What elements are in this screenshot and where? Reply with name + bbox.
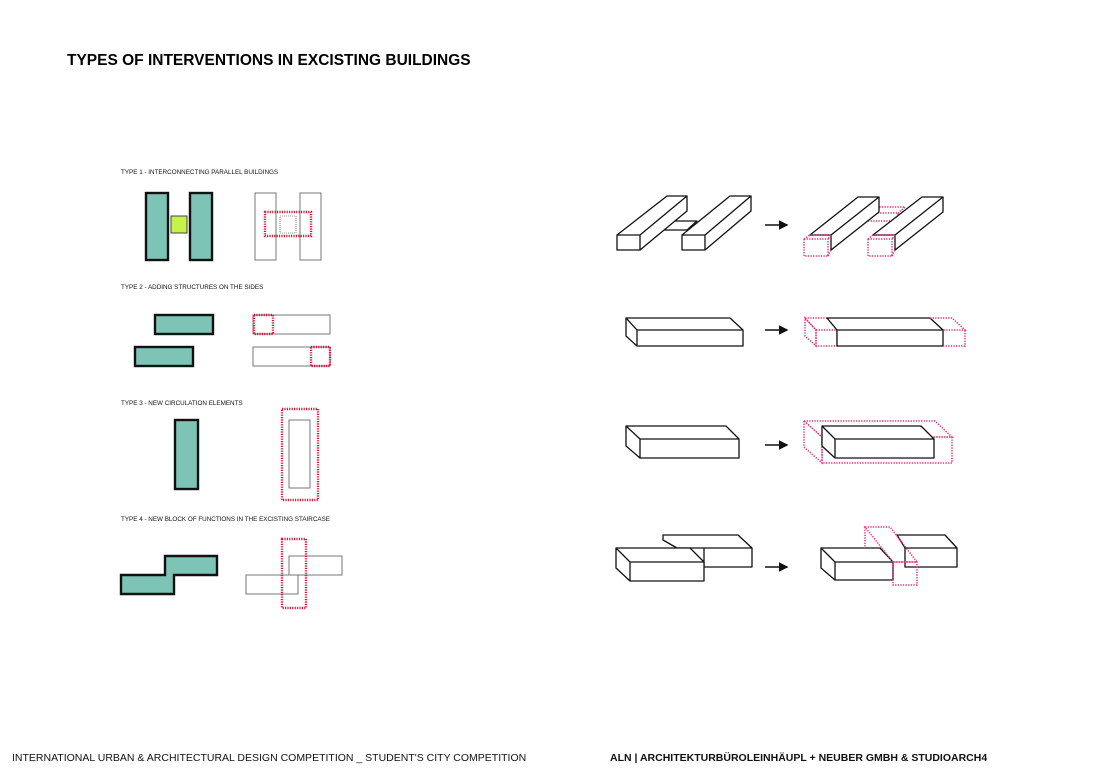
existing-building-lower — [133, 345, 195, 368]
outline-building-lower — [252, 346, 331, 367]
intervention-box-right-3d — [867, 234, 897, 257]
type-3-label: TYPE 3 - NEW CIRCULATION ELEMENTS — [121, 400, 243, 407]
type-1-3d — [616, 195, 944, 257]
type-4-3d — [615, 526, 958, 586]
outline-building-left — [254, 192, 277, 261]
block-3d-after — [821, 425, 935, 459]
footer-competition: INTERNATIONAL URBAN & ARCHITECTURAL DESI… — [12, 752, 526, 764]
outline-building-upper — [252, 314, 331, 335]
type-4-label: TYPE 4 - NEW BLOCK OF FUNCTIONS IN THE E… — [121, 516, 330, 523]
block-back-3d-after — [896, 534, 958, 568]
bar-right-3d — [681, 195, 752, 251]
existing-building-upper — [153, 313, 215, 336]
existing-building-left — [144, 191, 170, 262]
intervention-function-block-3d — [863, 526, 919, 586]
existing-staircase-building — [119, 554, 219, 596]
intervention-side-left — [252, 313, 275, 336]
type-1-plan: TYPE 1 - INTERCONNECTING PARALLEL BUILDI… — [121, 169, 322, 262]
intervention-side-right — [309, 345, 332, 368]
existing-building-right — [188, 191, 214, 262]
type-2-label: TYPE 2 - ADDING STRUCTURES ON THE SIDES — [121, 284, 263, 291]
outline-block-lower — [245, 574, 299, 595]
intervention-box-left-3d — [803, 234, 833, 257]
type-4-plan: TYPE 4 - NEW BLOCK OF FUNCTIONS IN THE E… — [119, 516, 343, 610]
type-2-3d — [625, 316, 967, 348]
bar-right-3d-after — [872, 196, 944, 251]
type-3-plan: TYPE 3 - NEW CIRCULATION ELEMENTS — [121, 400, 320, 502]
page-title: TYPES OF INTERVENTIONS IN EXCISTING BUIL… — [67, 52, 471, 69]
type-2-plan: TYPE 2 - ADDING STRUCTURES ON THE SIDES — [121, 284, 332, 368]
block-3d-after — [826, 317, 944, 347]
outline-building-right — [299, 192, 322, 261]
bar-left-3d — [616, 195, 688, 251]
block-3d — [625, 317, 744, 347]
block-front-3d-after — [820, 547, 894, 581]
intervention-function-block — [280, 537, 308, 610]
existing-building — [173, 418, 200, 491]
type-1-label: TYPE 1 - INTERCONNECTING PARALLEL BUILDI… — [121, 169, 278, 176]
outline-building — [288, 419, 311, 489]
intervention-connection — [263, 210, 313, 238]
intervention-side-right-3d — [930, 317, 967, 347]
intervention-circulation-ring — [280, 407, 320, 502]
existing-connector-outline — [279, 215, 297, 234]
footer-authors: ALN | ARCHITEKTURBÜROLEINHÄUPL + NEUBER … — [610, 751, 987, 764]
block-3d — [625, 425, 740, 459]
block-front-3d — [615, 547, 705, 582]
outline-block-upper — [288, 555, 343, 576]
connector-block — [170, 215, 188, 234]
type-3-3d — [625, 419, 954, 465]
